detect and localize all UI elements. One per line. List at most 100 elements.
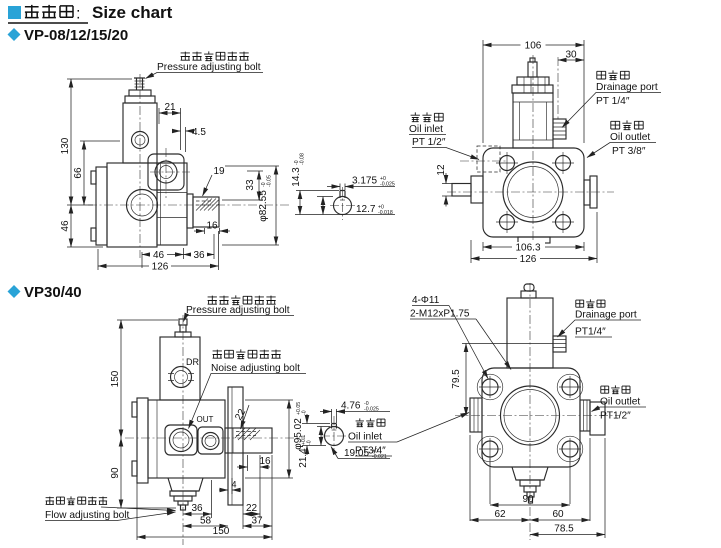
svg-text:+0.1: +0.1 (301, 435, 307, 445)
vp30-shaft-detail: 4.76 -0 -0.025 21.4 +0.1 -0 19.05 +0 -0.… (298, 401, 390, 468)
vp08-shaft-keyway-hidden (196, 200, 212, 206)
vp08-pressure-bolt-label: Pressure adjusting bolt (145, 51, 263, 79)
vp30-front-dim-labels: 79.5 4-Φ11 2-M12xP1.75 90 62 60 78.5 (410, 295, 574, 535)
section2-heading: VP30/40 (24, 284, 82, 301)
svg-text:Drainage port: Drainage port (575, 310, 637, 321)
vp08-side-dim-lines (67, 78, 279, 270)
svg-text:-0: -0 (364, 401, 369, 407)
svg-text:PT1/4″: PT1/4″ (575, 327, 606, 338)
svg-text:-0.025: -0.025 (364, 407, 379, 413)
svg-text:14.3: 14.3 (291, 167, 302, 187)
svg-text:46: 46 (153, 250, 165, 261)
svg-text::: : (76, 5, 80, 22)
svg-text:30: 30 (565, 50, 577, 61)
svg-text:22: 22 (246, 503, 258, 514)
vp08-side-outline (90, 77, 220, 248)
svg-text:4: 4 (231, 480, 236, 490)
vp08-side-view: 130 46 66 21 4.5 19 33 φ82.55 -0 -0.05 1… (60, 51, 290, 273)
vp08-front-bolthole-crosshairs (496, 152, 574, 233)
svg-text:Pressure adjusting bolt: Pressure adjusting bolt (157, 62, 261, 73)
svg-text:PT3/4″: PT3/4″ (355, 446, 386, 457)
vp08-front-dim-lines (442, 40, 598, 263)
svg-text:33: 33 (245, 179, 256, 191)
svg-text:62: 62 (494, 509, 506, 520)
vp30-shaft-detail-labels: 4.76 -0 -0.025 21.4 +0.1 -0 19.05 +0 -0.… (298, 401, 387, 468)
svg-text:16: 16 (206, 221, 218, 232)
vp30-dr-text: DR (186, 357, 199, 367)
vp08-front-port-labels: Drainage port PT 1/4″ Oil outlet PT 3/8″… (409, 70, 661, 160)
svg-text:12.7: 12.7 (356, 204, 376, 215)
vp08-shaft-detail-labels: 14.3 -0 -0.08 3.175 +0 -0.025 12.7 +0 -0… (291, 153, 395, 216)
vp30-front-centerlines (455, 283, 620, 540)
svg-text:Oil inlet: Oil inlet (409, 124, 443, 135)
vp08-side-dim-labels: 130 46 66 21 4.5 19 33 φ82.55 -0 -0.05 1… (60, 102, 273, 273)
svg-text:-0.018: -0.018 (378, 210, 393, 216)
svg-text:PT 3/8″: PT 3/8″ (612, 146, 646, 157)
svg-text:22: 22 (233, 407, 248, 422)
section1-heading: VP-08/12/15/20 (24, 27, 128, 44)
section2-diamond-icon (7, 285, 21, 298)
svg-text:+0: +0 (380, 176, 386, 182)
svg-text:90: 90 (110, 467, 121, 479)
svg-text:3.175: 3.175 (352, 176, 377, 187)
vp08-front-outline (451, 57, 598, 248)
svg-text:126: 126 (520, 254, 537, 265)
vp08-front-view: 106 30 12 106.3 126 Drainage port PT 1/4… (409, 40, 661, 265)
svg-text:φ82.55: φ82.55 (258, 190, 269, 222)
svg-text:66: 66 (73, 167, 84, 179)
vp30-shaft-detail-dims (302, 409, 390, 459)
svg-text:-0: -0 (261, 182, 267, 187)
svg-text:150: 150 (213, 526, 230, 537)
svg-text:-0.05: -0.05 (267, 175, 273, 187)
svg-text:78.5: 78.5 (554, 524, 574, 535)
vp30-shaft-keyway-hidden (236, 431, 256, 436)
vp30-noise-bolt-label: Noise adjusting bolt (188, 349, 306, 429)
vp08-shaft-detail: 14.3 -0 -0.08 3.175 +0 -0.025 12.7 +0 -0… (291, 153, 395, 220)
svg-text:16: 16 (259, 456, 271, 467)
svg-text:4.76: 4.76 (341, 401, 361, 412)
page-title-zh: : (24, 4, 80, 22)
svg-text:Noise adjusting bolt: Noise adjusting bolt (211, 363, 300, 374)
svg-text:46: 46 (60, 220, 71, 232)
svg-text:4.5: 4.5 (192, 127, 206, 138)
vp30-front-port-labels: Drainage port PT1/4″ Oil outlet PT1/2″ O… (348, 299, 646, 457)
vp30-out-text: OUT (197, 415, 214, 424)
svg-text:21.4: 21.4 (298, 448, 309, 468)
svg-text:+0: +0 (378, 205, 384, 211)
svg-text:Drainage port: Drainage port (596, 82, 658, 93)
svg-text:PT 1/4″: PT 1/4″ (596, 96, 630, 107)
svg-text:58: 58 (200, 516, 212, 527)
svg-text:130: 130 (60, 137, 71, 154)
svg-text:Pressure adjusting bolt: Pressure adjusting bolt (186, 305, 290, 316)
svg-text:150: 150 (110, 370, 121, 387)
svg-text:106.3: 106.3 (515, 243, 540, 254)
vp30-pressure-bolt-label: Pressure adjusting bolt (183, 295, 294, 322)
vp30-front-view: 79.5 4-Φ11 2-M12xP1.75 90 62 60 78.5 Dra… (348, 283, 646, 540)
svg-text:60: 60 (552, 509, 564, 520)
svg-text:Oil inlet: Oil inlet (348, 432, 382, 443)
svg-text:PT 1/2″: PT 1/2″ (412, 137, 446, 148)
vp08-front-inlet-hidden (476, 145, 501, 173)
title-square-icon (8, 6, 21, 19)
svg-text:79.5: 79.5 (451, 369, 462, 389)
svg-text:36: 36 (193, 250, 205, 261)
svg-text:-0: -0 (294, 160, 300, 165)
svg-text:19: 19 (213, 166, 225, 177)
svg-text:+0.05: +0.05 (296, 402, 302, 415)
page-header: : Size chart VP-08/12/15/20 VP30/40 (7, 3, 173, 301)
svg-text:-0: -0 (307, 440, 313, 445)
svg-text:4-Φ11: 4-Φ11 (412, 295, 440, 306)
vp08-front-centerlines (447, 55, 614, 252)
vp30-side-dim-lines (117, 319, 293, 540)
svg-text:21: 21 (164, 102, 176, 113)
vp30-front-dim-lines (410, 305, 606, 538)
vp30-front-bolthole-crosshairs (479, 376, 581, 460)
page-title-en: Size chart (92, 3, 173, 22)
vp30-flow-bolt-label: Flow adjusting bolt (45, 496, 176, 521)
svg-text:Flow adjusting bolt: Flow adjusting bolt (45, 510, 130, 521)
vp30-side-centerlines (125, 315, 305, 545)
svg-text:2-M12xP1.75: 2-M12xP1.75 (410, 309, 470, 320)
svg-text:+0: +0 (372, 449, 378, 455)
svg-text:-0.08: -0.08 (300, 153, 306, 165)
